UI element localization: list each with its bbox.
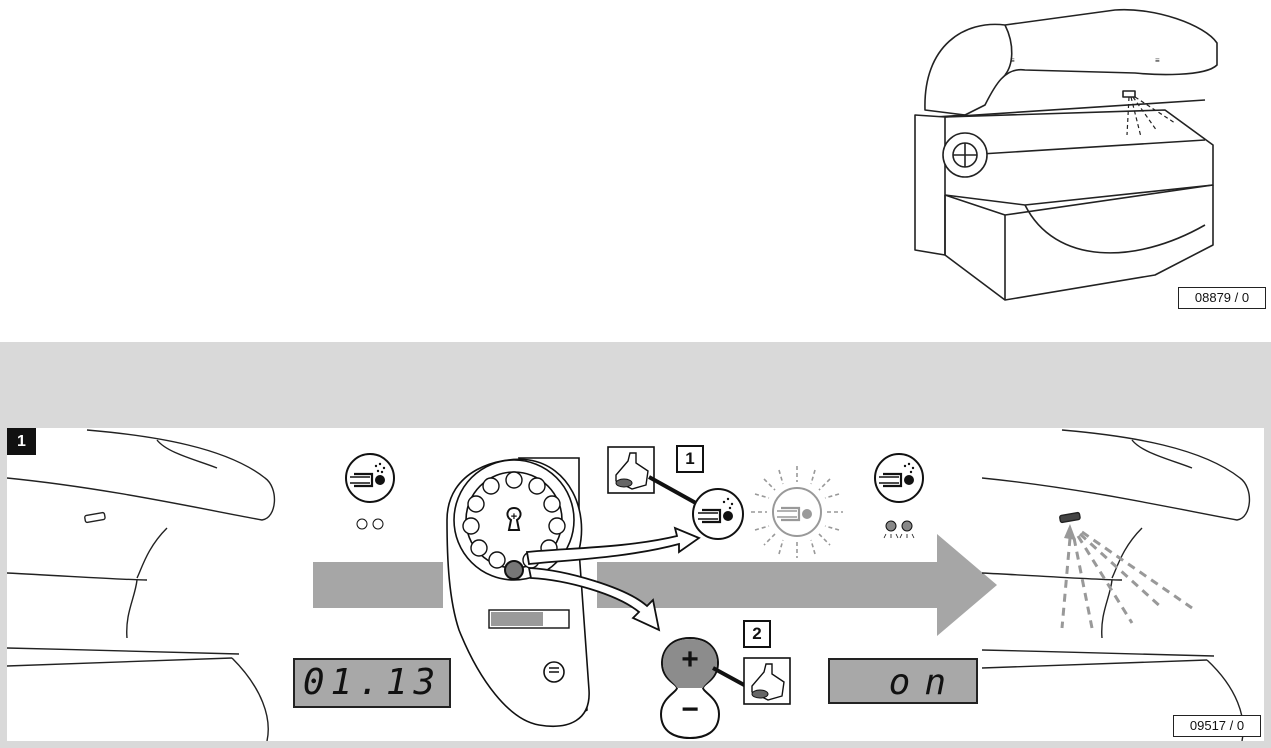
figure-reference-top: 08879 / 0 (1178, 287, 1266, 309)
plus-minus-control[interactable] (657, 636, 723, 740)
step-number-badge: 1 (7, 428, 36, 455)
figure-reference-bottom: 09517 / 0 (1173, 715, 1261, 737)
step-callout-2: 2 (743, 620, 771, 648)
svg-text:+: + (511, 511, 517, 523)
instruction-panel: 1 (7, 428, 1264, 741)
spray-button-icon[interactable] (690, 486, 750, 542)
sunbed-illustration: ≡ ≡ (914, 8, 1218, 301)
canopy-illustration-left (7, 429, 276, 741)
timer-display: 01.13 (293, 658, 451, 708)
hand-press-icon-2 (743, 657, 791, 705)
aqua-fresh-spray-icon-active (874, 453, 924, 539)
svg-text:≡: ≡ (1155, 56, 1160, 65)
flow-arrow (313, 534, 997, 636)
step-callout-1: 1 (676, 445, 704, 473)
blinking-spray-icon (751, 466, 843, 558)
action-arrows (525, 526, 701, 632)
canopy-illustration-right (982, 429, 1251, 741)
svg-text:≡: ≡ (1010, 56, 1015, 65)
minus-button[interactable]: − (681, 693, 699, 726)
aqua-fresh-spray-icon (345, 453, 395, 530)
status-display: on (828, 658, 978, 704)
hand-press-icon (607, 446, 655, 494)
plus-button[interactable]: + (681, 643, 699, 676)
